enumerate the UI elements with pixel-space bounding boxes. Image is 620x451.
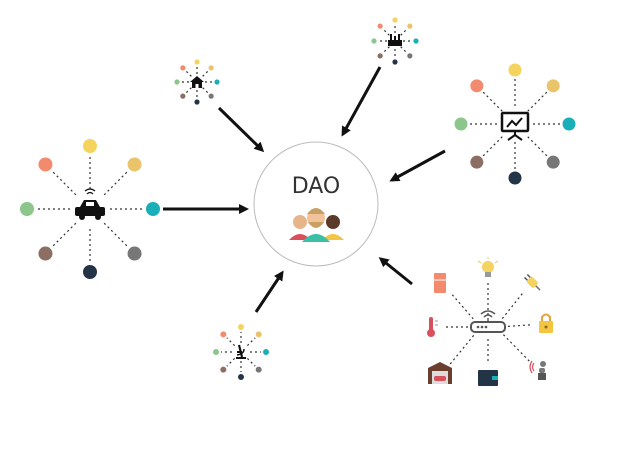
hub-dot: [392, 59, 398, 65]
hub-dot: [146, 202, 160, 216]
hub-dot: [194, 99, 200, 105]
hub-dot: [508, 171, 522, 185]
arrow-router-to-dao: [378, 257, 413, 286]
microscope-icon: [236, 344, 246, 359]
thermometer-icon: [427, 317, 438, 337]
garage-icon: [428, 362, 452, 384]
hub-connector: [51, 170, 77, 196]
monitor-chart-icon: [500, 111, 530, 141]
hub-dot: [238, 324, 244, 330]
hub-connector: [400, 28, 408, 36]
router-connector: [449, 335, 475, 365]
lock-icon: [539, 313, 553, 333]
hub-dot: [214, 79, 220, 85]
router-icon: [470, 310, 506, 333]
hub-connector: [202, 87, 209, 94]
arrow-home-to-dao: [217, 106, 265, 153]
hub-dot: [546, 155, 560, 169]
hub-dot: [392, 17, 398, 23]
hub-dot: [180, 93, 186, 99]
arrow-microscope-to-dao: [254, 270, 284, 313]
hub-dot: [127, 246, 142, 261]
hub-connector: [400, 46, 408, 54]
wallet-icon: [478, 370, 498, 386]
hub-connector: [527, 91, 548, 112]
hub-connector: [51, 222, 77, 248]
hub-dot: [83, 265, 97, 279]
people-group-icon: [289, 208, 344, 242]
hub-dot: [208, 93, 214, 99]
arrows: [163, 66, 446, 313]
hub-dot: [470, 79, 484, 93]
hub-dot: [20, 202, 34, 216]
hub-dot: [180, 65, 186, 71]
hub-connector: [185, 70, 192, 77]
arrow-factory-to-dao: [341, 66, 382, 137]
monitor-hub: [454, 63, 576, 185]
hub-connector: [527, 136, 548, 157]
hub-dot: [562, 117, 576, 131]
router-hub: [445, 283, 533, 365]
hub-dot: [38, 157, 53, 172]
cctv-camera-icon: [529, 360, 546, 380]
dao-label: DAO: [292, 174, 341, 199]
hub-connector: [226, 357, 236, 367]
router-connector: [501, 292, 524, 319]
hub-dot: [508, 63, 522, 77]
hub-connector: [246, 337, 256, 347]
fridge-icon: [434, 273, 446, 293]
hub-dot: [220, 366, 227, 373]
plug-icon: [523, 273, 541, 291]
factory-hub: [371, 17, 419, 65]
hub-dot: [263, 349, 269, 355]
hub-dot: [407, 23, 413, 29]
hub-dot: [413, 38, 419, 44]
home-icon: [190, 76, 204, 88]
hub-dot: [238, 374, 244, 380]
hub-dot: [255, 331, 262, 338]
router-connector: [449, 292, 474, 320]
car-icon: [75, 188, 105, 220]
hub-connector: [103, 222, 129, 248]
hub-dot: [371, 38, 377, 44]
factory-icon: [388, 34, 402, 46]
hub-connector: [103, 170, 129, 196]
hub-dot: [470, 155, 484, 169]
hub-connector: [482, 91, 503, 112]
router-connector: [507, 324, 533, 327]
lightbulb-icon: [477, 257, 499, 277]
router-connector: [502, 334, 531, 363]
microscope-hub: [213, 324, 269, 380]
hub-connector: [382, 46, 390, 54]
arrow-monitor-to-dao: [389, 149, 446, 182]
hub-connector: [482, 136, 503, 157]
hub-dot: [174, 79, 180, 85]
hub-dot: [38, 246, 53, 261]
hub-dot: [377, 53, 383, 59]
hub-dot: [377, 23, 383, 29]
hub-dot: [83, 139, 97, 153]
dao-node: DAO: [253, 141, 379, 267]
hub-connector: [185, 87, 192, 94]
hub-dot: [255, 366, 262, 373]
hub-connector: [382, 28, 390, 36]
hub-dot: [407, 53, 413, 59]
hub-dot: [208, 65, 214, 71]
home-hub: [174, 59, 220, 105]
hub-connector: [226, 337, 236, 347]
hub-dot: [220, 331, 227, 338]
hub-dot: [213, 349, 219, 355]
hub-dot: [546, 79, 560, 93]
hub-connector: [202, 70, 209, 77]
hub-connector: [246, 357, 256, 367]
hub-dot: [454, 117, 468, 131]
hub-dot: [194, 59, 200, 65]
hub-dot: [127, 157, 142, 172]
car-hub: [20, 139, 160, 279]
